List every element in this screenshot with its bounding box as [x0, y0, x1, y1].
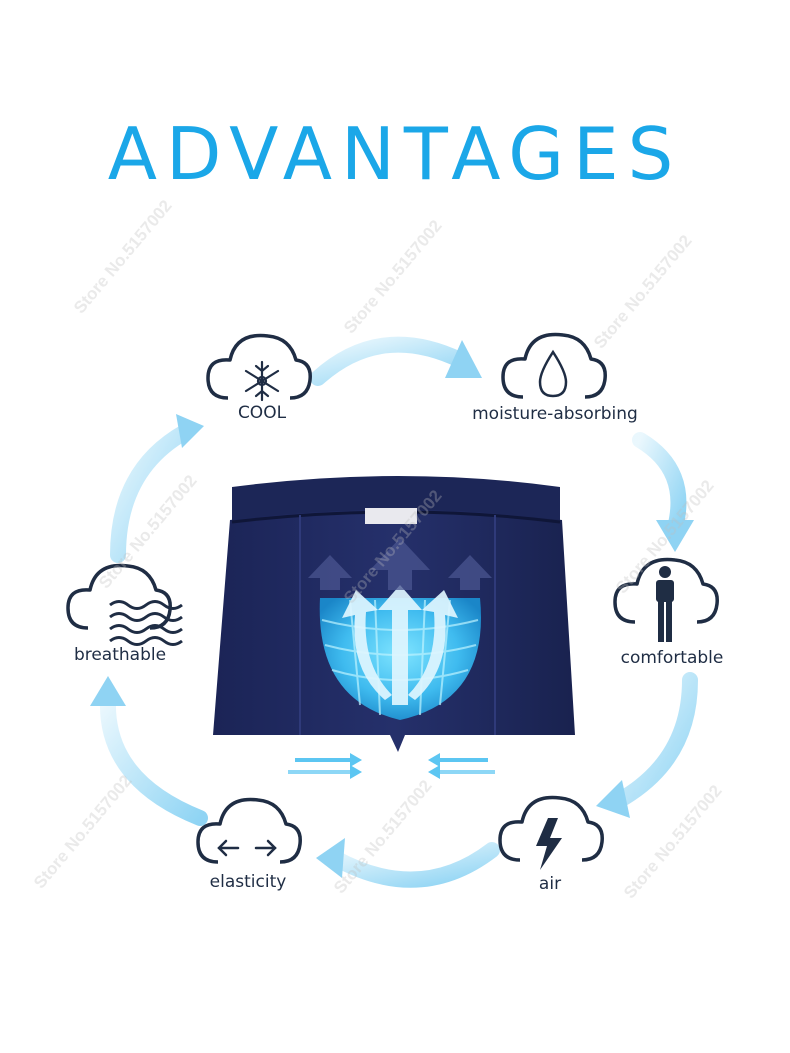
cycle-arrows — [99, 336, 698, 888]
airflow-arrows — [288, 753, 495, 779]
person-icon — [656, 566, 674, 642]
water-drop-icon — [538, 349, 568, 398]
arrow-moisture-to-comfortable — [632, 432, 687, 536]
feature-label-elasticity: elasticity — [209, 872, 287, 892]
arrow-comfortable-to-air — [612, 672, 698, 808]
boxer-briefs-image — [213, 476, 575, 752]
arrow-breathable-to-cool — [110, 424, 193, 563]
feature-label-moisture-absorbing: moisture-absorbing — [472, 404, 638, 424]
arrow-air-to-elasticity — [327, 842, 500, 888]
cycle-arrowheads — [90, 340, 694, 878]
cloud-cool — [206, 333, 312, 400]
cloud-elasticity — [196, 797, 302, 864]
feature-label-comfortable: comfortable — [620, 648, 724, 668]
arrow-elasticity-to-breathable — [99, 692, 208, 826]
stretch-arrows-icon — [217, 839, 277, 857]
arrow-cool-to-moisture — [310, 336, 468, 386]
feature-label-cool: COOL — [237, 403, 287, 423]
snowflake-icon — [244, 360, 280, 402]
lightning-icon — [536, 818, 562, 870]
page-title: ADVANTAGES — [107, 112, 683, 196]
waves-icon — [109, 600, 183, 646]
feature-label-breathable: breathable — [73, 645, 167, 665]
cloud-breathable — [66, 563, 172, 630]
feature-label-air: air — [538, 874, 562, 894]
